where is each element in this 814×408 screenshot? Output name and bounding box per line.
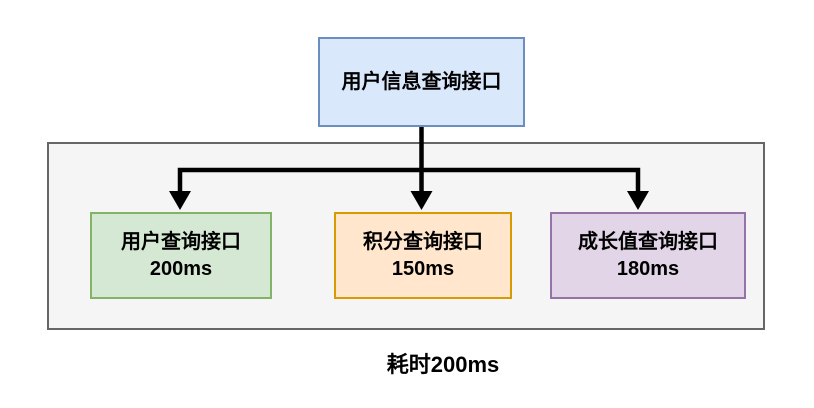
child-node-label: 积分查询接口 [363, 230, 483, 253]
child-node-points-query: 积分查询接口 150ms [334, 212, 512, 299]
root-node: 用户信息查询接口 [318, 37, 525, 127]
child-node-time: 150ms [391, 257, 455, 280]
total-time-caption: 耗时200ms [386, 352, 500, 377]
child-node-growth-query: 成长值查询接口 180ms [550, 212, 746, 299]
child-node-time: 180ms [616, 257, 680, 280]
child-node-label: 用户查询接口 [121, 230, 241, 253]
root-node-label: 用户信息查询接口 [341, 70, 502, 93]
child-node-label: 成长值查询接口 [578, 230, 718, 253]
child-node-time: 200ms [149, 257, 213, 280]
child-node-user-query: 用户查询接口 200ms [90, 212, 272, 299]
